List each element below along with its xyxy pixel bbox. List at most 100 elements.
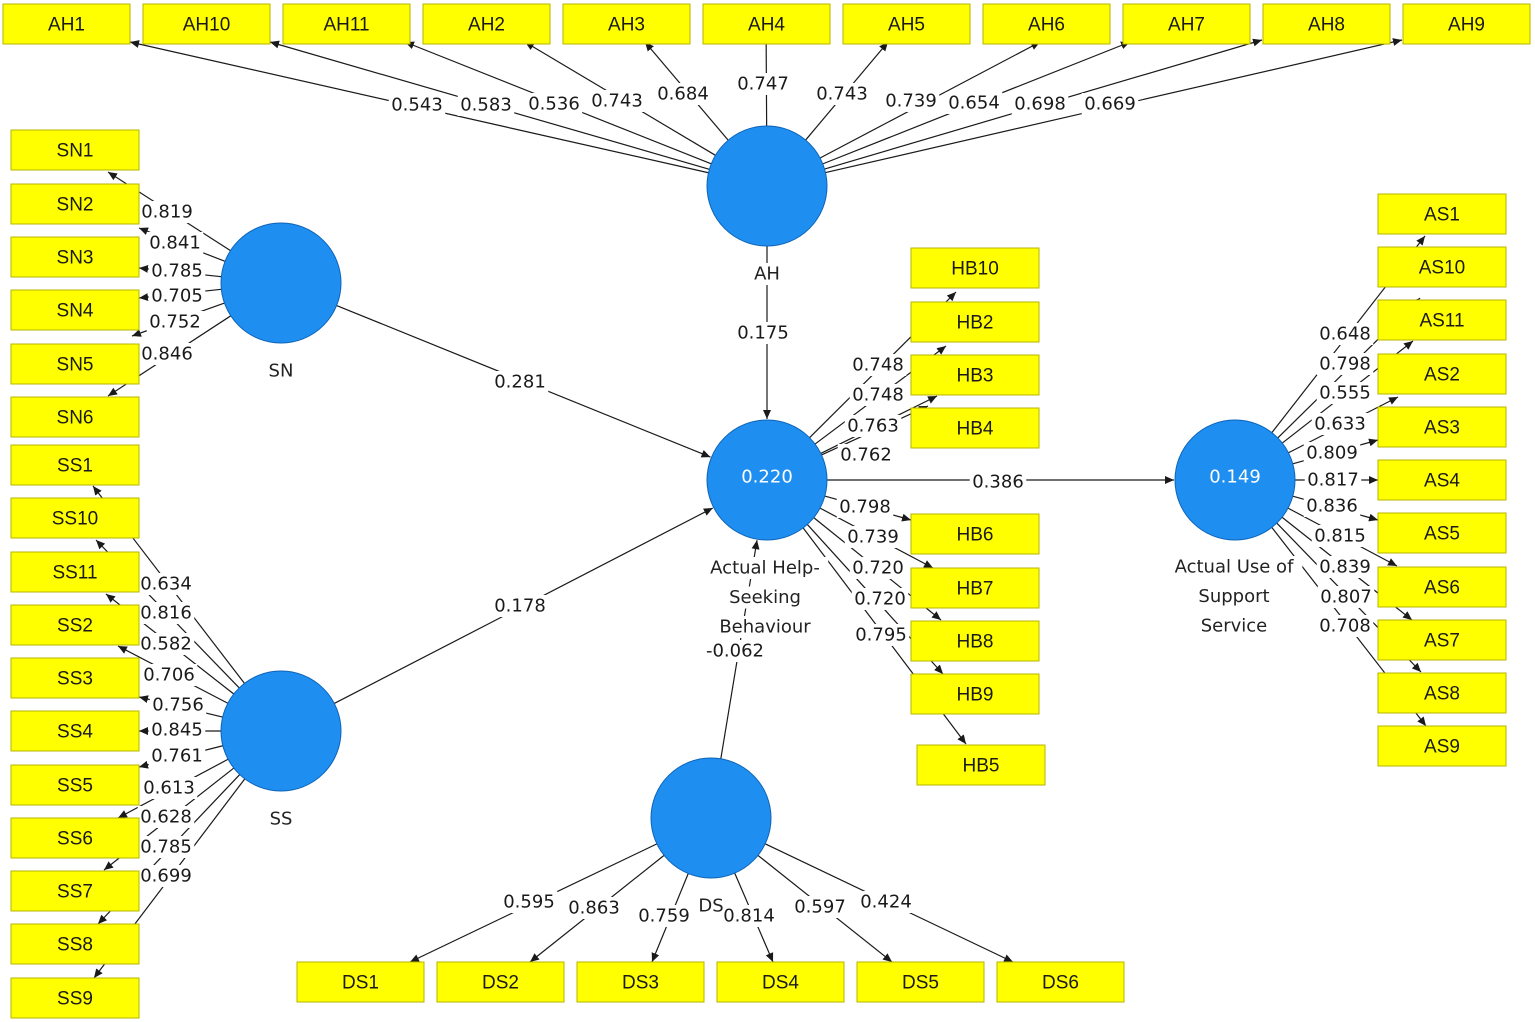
indicator-box[interactable]: [10, 710, 140, 752]
indicator-box[interactable]: [910, 301, 1040, 343]
latent-sn[interactable]: SN: [220, 222, 342, 382]
indicator-box[interactable]: [10, 870, 140, 912]
indicator-box[interactable]: [282, 3, 411, 45]
indicator-as7[interactable]: AS7: [1377, 619, 1507, 661]
indicator-box[interactable]: [10, 657, 140, 699]
indicator-ss9[interactable]: SS9: [10, 977, 140, 1019]
indicator-box[interactable]: [1377, 566, 1507, 608]
indicator-box[interactable]: [910, 673, 1040, 715]
indicator-hb10[interactable]: HB10: [910, 247, 1040, 289]
indicator-box[interactable]: [910, 513, 1040, 555]
indicator-box[interactable]: [10, 764, 140, 806]
indicator-hb2[interactable]: HB2: [910, 301, 1040, 343]
indicator-ah5[interactable]: AH5: [842, 3, 971, 45]
indicator-ah1[interactable]: AH1: [2, 3, 131, 45]
indicator-ah11[interactable]: AH11: [282, 3, 411, 45]
indicator-box[interactable]: [10, 497, 140, 539]
indicator-box[interactable]: [982, 3, 1111, 45]
indicator-box[interactable]: [10, 236, 140, 278]
indicator-box[interactable]: [10, 444, 140, 486]
latent-circle[interactable]: [1174, 419, 1296, 541]
indicator-ds4[interactable]: DS4: [716, 961, 845, 1003]
indicator-ah9[interactable]: AH9: [1402, 3, 1531, 45]
indicator-as8[interactable]: AS8: [1377, 672, 1507, 714]
indicator-as6[interactable]: AS6: [1377, 566, 1507, 608]
latent-ah[interactable]: AH: [706, 125, 828, 285]
indicator-as1[interactable]: AS1: [1377, 193, 1507, 235]
indicator-as2[interactable]: AS2: [1377, 353, 1507, 395]
latent-ss[interactable]: SS: [220, 670, 342, 830]
indicator-sn5[interactable]: SN5: [10, 343, 140, 385]
indicator-sn4[interactable]: SN4: [10, 289, 140, 331]
indicator-ah3[interactable]: AH3: [562, 3, 691, 45]
indicator-box[interactable]: [10, 977, 140, 1019]
indicator-box[interactable]: [1377, 725, 1507, 767]
indicator-hb6[interactable]: HB6: [910, 513, 1040, 555]
indicator-as10[interactable]: AS10: [1377, 246, 1507, 288]
indicator-box[interactable]: [1377, 406, 1507, 448]
indicator-ss6[interactable]: SS6: [10, 817, 140, 859]
indicator-box[interactable]: [10, 923, 140, 965]
indicator-box[interactable]: [1377, 299, 1507, 341]
indicator-ds3[interactable]: DS3: [576, 961, 705, 1003]
indicator-box[interactable]: [10, 604, 140, 646]
indicator-box[interactable]: [842, 3, 971, 45]
indicator-box[interactable]: [1377, 353, 1507, 395]
indicator-box[interactable]: [1377, 193, 1507, 235]
indicator-ss2[interactable]: SS2: [10, 604, 140, 646]
indicator-box[interactable]: [916, 744, 1046, 786]
indicator-box[interactable]: [910, 354, 1040, 396]
indicator-box[interactable]: [10, 183, 140, 225]
indicator-box[interactable]: [1377, 672, 1507, 714]
indicator-hb5[interactable]: HB5: [916, 744, 1046, 786]
indicator-sn2[interactable]: SN2: [10, 183, 140, 225]
indicator-box[interactable]: [10, 289, 140, 331]
indicator-box[interactable]: [910, 247, 1040, 289]
indicator-ss4[interactable]: SS4: [10, 710, 140, 752]
indicator-ah10[interactable]: AH10: [142, 3, 271, 45]
indicator-ds2[interactable]: DS2: [436, 961, 565, 1003]
latent-ds[interactable]: DS: [650, 757, 772, 917]
indicator-box[interactable]: [576, 961, 705, 1003]
indicator-as11[interactable]: AS11: [1377, 299, 1507, 341]
latent-circle[interactable]: [220, 670, 342, 792]
indicator-ss3[interactable]: SS3: [10, 657, 140, 699]
indicator-box[interactable]: [1377, 459, 1507, 501]
indicator-sn3[interactable]: SN3: [10, 236, 140, 278]
indicator-box[interactable]: [436, 961, 565, 1003]
indicator-box[interactable]: [142, 3, 271, 45]
indicator-box[interactable]: [562, 3, 691, 45]
indicator-box[interactable]: [910, 407, 1040, 449]
latent-circle[interactable]: [650, 757, 772, 879]
indicator-ds1[interactable]: DS1: [296, 961, 425, 1003]
indicator-box[interactable]: [910, 567, 1040, 609]
indicator-ah7[interactable]: AH7: [1122, 3, 1251, 45]
indicator-box[interactable]: [1262, 3, 1391, 45]
indicator-box[interactable]: [1377, 619, 1507, 661]
indicator-hb4[interactable]: HB4: [910, 407, 1040, 449]
indicator-ss1[interactable]: SS1: [10, 444, 140, 486]
indicator-box[interactable]: [702, 3, 831, 45]
indicator-box[interactable]: [1122, 3, 1251, 45]
indicator-ah2[interactable]: AH2: [422, 3, 551, 45]
indicator-box[interactable]: [856, 961, 985, 1003]
indicator-hb8[interactable]: HB8: [910, 620, 1040, 662]
indicator-ss11[interactable]: SS11: [10, 551, 140, 593]
indicator-box[interactable]: [716, 961, 845, 1003]
indicator-box[interactable]: [10, 129, 140, 171]
indicator-ss10[interactable]: SS10: [10, 497, 140, 539]
indicator-box[interactable]: [996, 961, 1125, 1003]
indicator-box[interactable]: [10, 551, 140, 593]
indicator-box[interactable]: [296, 961, 425, 1003]
indicator-ss7[interactable]: SS7: [10, 870, 140, 912]
indicator-as3[interactable]: AS3: [1377, 406, 1507, 448]
indicator-ah6[interactable]: AH6: [982, 3, 1111, 45]
indicator-box[interactable]: [10, 396, 140, 438]
indicator-box[interactable]: [1377, 246, 1507, 288]
indicator-as9[interactable]: AS9: [1377, 725, 1507, 767]
indicator-hb9[interactable]: HB9: [910, 673, 1040, 715]
latent-circle[interactable]: [220, 222, 342, 344]
indicator-ds5[interactable]: DS5: [856, 961, 985, 1003]
